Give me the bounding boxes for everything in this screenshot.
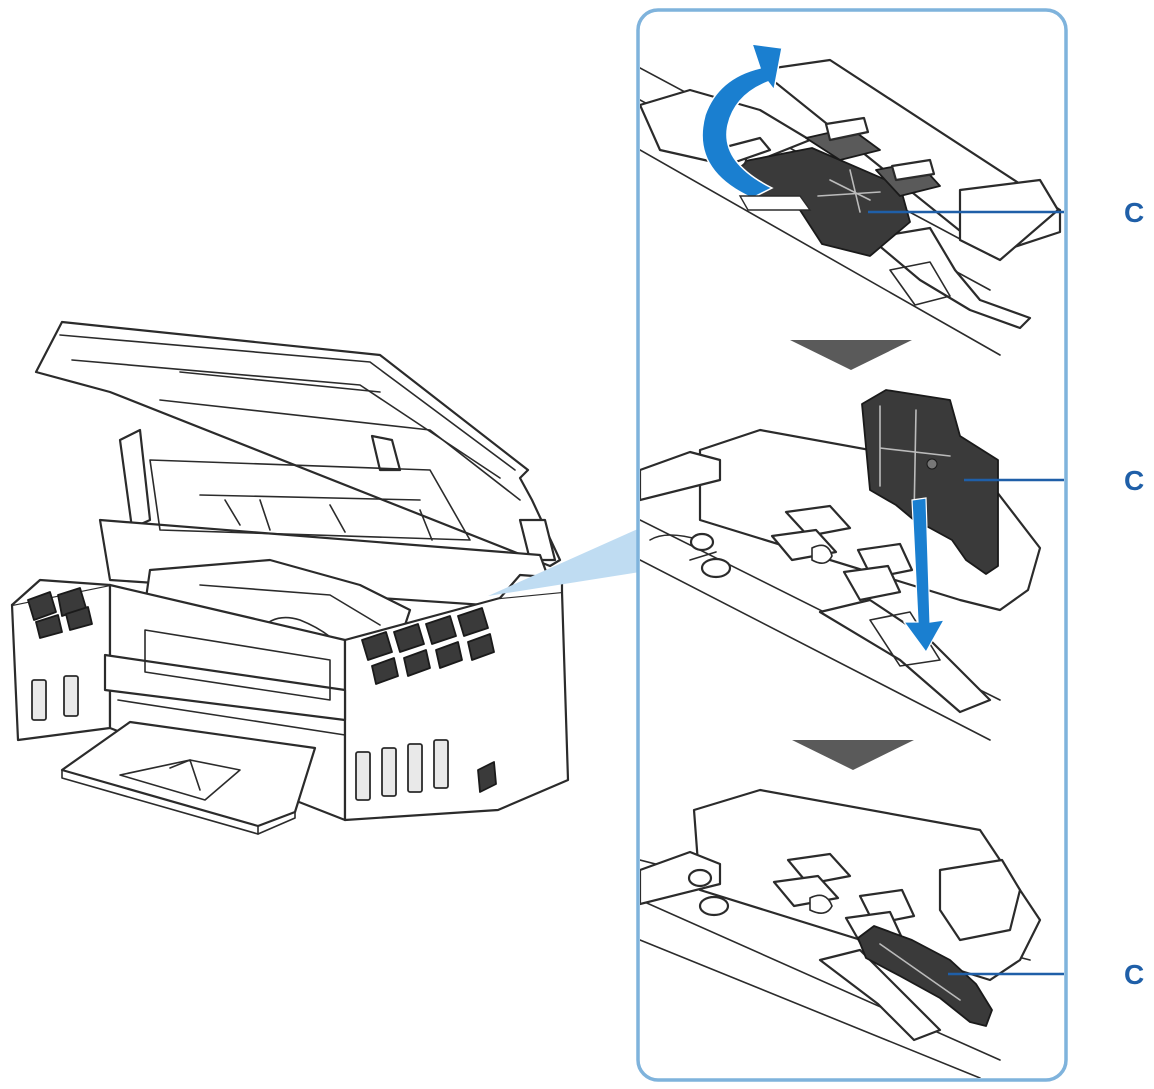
step-3-cover-closed	[640, 788, 1064, 1078]
step-2-insert-cover	[640, 389, 1064, 741]
callout-2-label: C	[1124, 465, 1144, 496]
insert-arrow-icon	[902, 497, 946, 654]
callout-1-label: C	[1124, 197, 1144, 228]
printer-illustration	[10, 320, 570, 835]
step-arrow-1-icon	[790, 340, 912, 370]
zoom-wedge	[488, 528, 640, 596]
step-1-open-cover	[640, 43, 1064, 356]
lift-arrow-icon	[701, 43, 783, 199]
callout-3-label: C	[1124, 959, 1144, 990]
step-arrow-2-icon	[792, 740, 914, 770]
detail-steps	[640, 43, 1064, 1078]
